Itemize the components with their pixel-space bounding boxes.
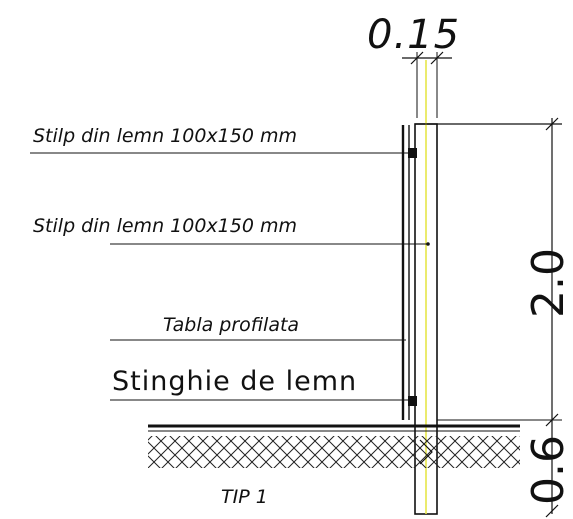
label-stilp-mid: Stilp din lemn 100x150 mm bbox=[33, 215, 297, 237]
top-dimension: 0.15 bbox=[367, 12, 460, 118]
ground bbox=[148, 419, 562, 468]
footing-break bbox=[419, 439, 433, 465]
right-tick-bottom bbox=[545, 504, 559, 518]
label-stinghie: Stinghie de lemn bbox=[112, 366, 357, 397]
top-tick-right bbox=[430, 51, 444, 65]
wood-rail-top bbox=[408, 148, 417, 158]
fence-elevation bbox=[401, 60, 562, 515]
label-tabla: Tabla profilata bbox=[163, 314, 299, 336]
ground-hatch bbox=[148, 436, 520, 468]
right-dimension: 2.0 0.6 bbox=[523, 117, 573, 518]
label-stilp-top: Stilp din lemn 100x150 mm bbox=[33, 125, 297, 147]
top-tick-left bbox=[410, 51, 424, 65]
height-below-value: 0.6 bbox=[523, 435, 573, 505]
leaders bbox=[30, 152, 430, 401]
caption-tip: TIP 1 bbox=[221, 486, 268, 508]
leader-stilp-mid-dot bbox=[426, 242, 430, 246]
right-tick-mid bbox=[545, 413, 559, 427]
top-dimension-value: 0.15 bbox=[367, 12, 460, 58]
wood-rail-bottom bbox=[408, 396, 417, 406]
right-tick-top bbox=[545, 117, 559, 131]
height-above-value: 2.0 bbox=[523, 248, 573, 318]
